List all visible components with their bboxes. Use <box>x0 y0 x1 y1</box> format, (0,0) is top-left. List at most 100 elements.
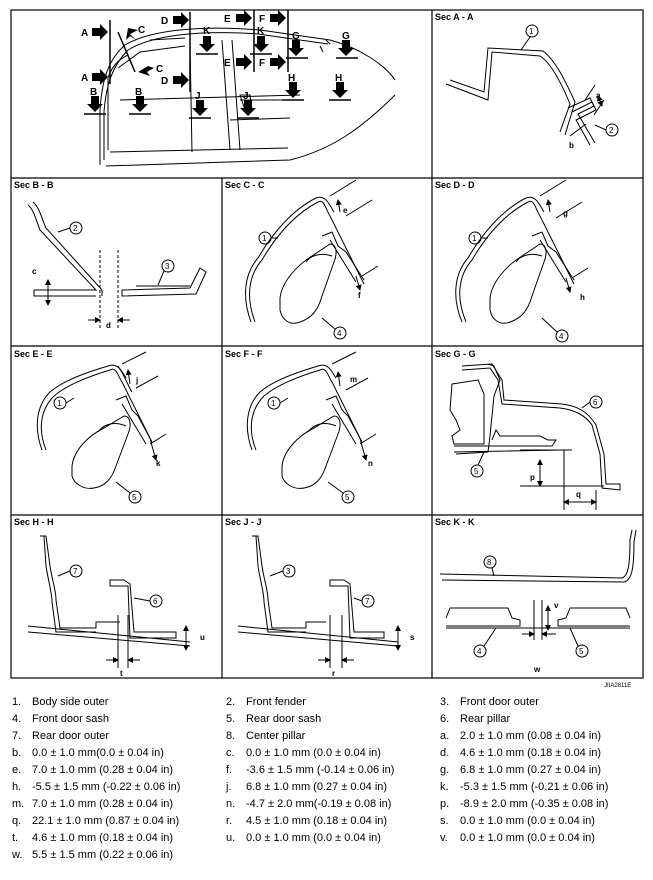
svg-text:1: 1 <box>262 234 267 243</box>
svg-text:D: D <box>161 76 168 87</box>
svg-text:5: 5 <box>345 493 350 502</box>
svg-text:j: j <box>135 376 138 385</box>
svg-text:7: 7 <box>73 567 78 576</box>
svg-text:1: 1 <box>529 27 534 36</box>
panel-frames <box>10 9 644 679</box>
legend-item: e.7.0 ± 1.0 mm (0.28 ± 0.04 in) <box>12 764 174 776</box>
sec-g-labels: 6 5 p q <box>474 398 598 499</box>
legend-item: b.0.0 ± 1.0 mm(0.0 ± 0.04 in) <box>12 747 164 759</box>
svg-text:k: k <box>156 459 161 468</box>
sec-b-drawing <box>27 201 207 330</box>
svg-text:v: v <box>554 601 559 610</box>
svg-text:Sec B - B: Sec B - B <box>14 180 54 190</box>
svg-text:8: 8 <box>487 558 492 567</box>
legend-item: h.-5.5 ± 1.5 mm (-0.22 ± 0.06 in) <box>12 781 181 793</box>
svg-text:4: 4 <box>559 332 564 341</box>
svg-text:5: 5 <box>474 467 479 476</box>
svg-text:Sec D - D: Sec D - D <box>435 180 475 190</box>
legend-item: w.5.5 ± 1.5 mm (0.22 ± 0.06 in) <box>12 849 174 861</box>
svg-text:u: u <box>200 633 205 642</box>
section-titles: Sec A - A Sec B - B Sec C - C Sec D - D … <box>14 12 476 527</box>
svg-text:e: e <box>343 206 348 215</box>
sec-d-drawing <box>455 179 589 343</box>
svg-text:2: 2 <box>609 126 614 135</box>
sec-a-labels: 1 2 a b <box>529 27 614 150</box>
svg-text:g: g <box>563 209 568 218</box>
sec-b-labels: 2 3 c d <box>32 224 170 330</box>
svg-text:t: t <box>120 669 123 678</box>
section-diagram-grid: A A C C D D E E F F K K G G B B J J H H … <box>10 9 644 679</box>
legend-item: 1.Body side outer <box>12 696 109 708</box>
svg-text:F: F <box>259 14 265 25</box>
svg-text:4: 4 <box>337 329 342 338</box>
legend-item: 3.Front door outer <box>440 696 539 708</box>
svg-text:Sec K - K: Sec K - K <box>435 517 475 527</box>
legend-item: f.-3.6 ± 1.5 mm (-0.14 ± 0.06 in) <box>226 764 395 776</box>
svg-text:f: f <box>358 291 361 300</box>
sec-c-drawing <box>245 179 379 340</box>
sec-h-drawing <box>27 535 191 668</box>
svg-text:E: E <box>224 58 231 69</box>
sec-h-labels: 7 6 t u <box>73 567 205 678</box>
svg-text:Sec E - E: Sec E - E <box>14 349 53 359</box>
legend-item: k.-5.3 ± 1.5 mm (-0.21 ± 0.06 in) <box>440 781 609 793</box>
svg-text:1: 1 <box>472 234 477 243</box>
svg-text:6: 6 <box>153 597 158 606</box>
legend-item: 6.Rear pillar <box>440 713 511 725</box>
sec-f-labels: 1 5 m n <box>271 375 373 502</box>
sec-d-labels: 1 4 g h <box>472 209 585 341</box>
sec-g-drawing <box>449 363 621 510</box>
svg-text:K: K <box>257 26 265 37</box>
legend-item: t.4.6 ± 1.0 mm (0.18 ± 0.04 in) <box>12 832 174 844</box>
legend-item: c.0.0 ± 1.0 mm (0.0 ± 0.04 in) <box>226 747 381 759</box>
svg-text:B: B <box>90 87 97 98</box>
svg-text:1: 1 <box>57 399 62 408</box>
svg-text:Sec F - F: Sec F - F <box>225 349 263 359</box>
legend-item: d.4.6 ± 1.0 mm (0.18 ± 0.04 in) <box>440 747 602 759</box>
sec-k-drawing <box>439 529 637 658</box>
svg-text:h: h <box>580 293 585 302</box>
sec-j-labels: 3 7 r s <box>286 567 415 678</box>
legend-item: 5.Rear door sash <box>226 713 322 725</box>
svg-text:Sec C - C: Sec C - C <box>225 180 265 190</box>
svg-text:p: p <box>530 473 535 482</box>
legend-item: q.22.1 ± 1.0 mm (0.87 ± 0.04 in) <box>12 815 180 827</box>
section-cut-arrows <box>84 10 358 119</box>
svg-text:A: A <box>81 28 88 39</box>
svg-text:1: 1 <box>271 399 276 408</box>
legend-item: 4.Front door sash <box>12 713 110 725</box>
legend-item: v.0.0 ± 1.0 mm (0.0 ± 0.04 in) <box>440 832 595 844</box>
legend-item: s.0.0 ± 1.0 mm (0.0 ± 0.04 in) <box>440 815 595 827</box>
svg-text:3: 3 <box>165 262 170 271</box>
sec-f-drawing <box>246 351 377 504</box>
legend-item: 7.Rear door outer <box>12 730 110 742</box>
svg-text:5: 5 <box>132 493 137 502</box>
legend-item: m.7.0 ± 1.0 mm (0.28 ± 0.04 in) <box>12 798 174 810</box>
svg-text:q: q <box>576 490 581 499</box>
svg-text:a: a <box>596 91 601 100</box>
legend-item: 8.Center pillar <box>226 730 306 742</box>
svg-text:G: G <box>342 31 350 42</box>
svg-text:m: m <box>350 375 357 384</box>
svg-text:c: c <box>32 267 37 276</box>
svg-text:Sec H - H: Sec H - H <box>14 517 54 527</box>
svg-text:5: 5 <box>579 647 584 656</box>
svg-text:G: G <box>292 31 300 42</box>
svg-text:D: D <box>161 16 168 27</box>
svg-text:J: J <box>243 91 249 102</box>
svg-text:B: B <box>135 87 142 98</box>
legend-item: u.0.0 ± 1.0 mm (0.0 ± 0.04 in) <box>226 832 381 844</box>
sec-j-drawing <box>237 535 401 668</box>
legend-item: a.2.0 ± 1.0 mm (0.08 ± 0.04 in) <box>440 730 602 742</box>
svg-text:H: H <box>288 73 295 84</box>
legend-item: 2.Front fender <box>226 696 306 708</box>
svg-text:b: b <box>569 141 574 150</box>
overview-letters: A A C C D D E E F F K K G G B B J J H H <box>81 14 350 102</box>
legend-item: j.6.8 ± 1.0 mm (0.27 ± 0.04 in) <box>226 781 388 793</box>
legend-item: p.-8.9 ± 2.0 mm (-0.35 ± 0.08 in) <box>440 798 609 810</box>
svg-text:Sec A - A: Sec A - A <box>435 12 474 22</box>
sec-k-labels: 8 4 5 v w <box>477 558 584 674</box>
svg-text:n: n <box>368 459 373 468</box>
svg-text:Sec J - J: Sec J - J <box>225 517 262 527</box>
svg-text:w: w <box>533 665 541 674</box>
